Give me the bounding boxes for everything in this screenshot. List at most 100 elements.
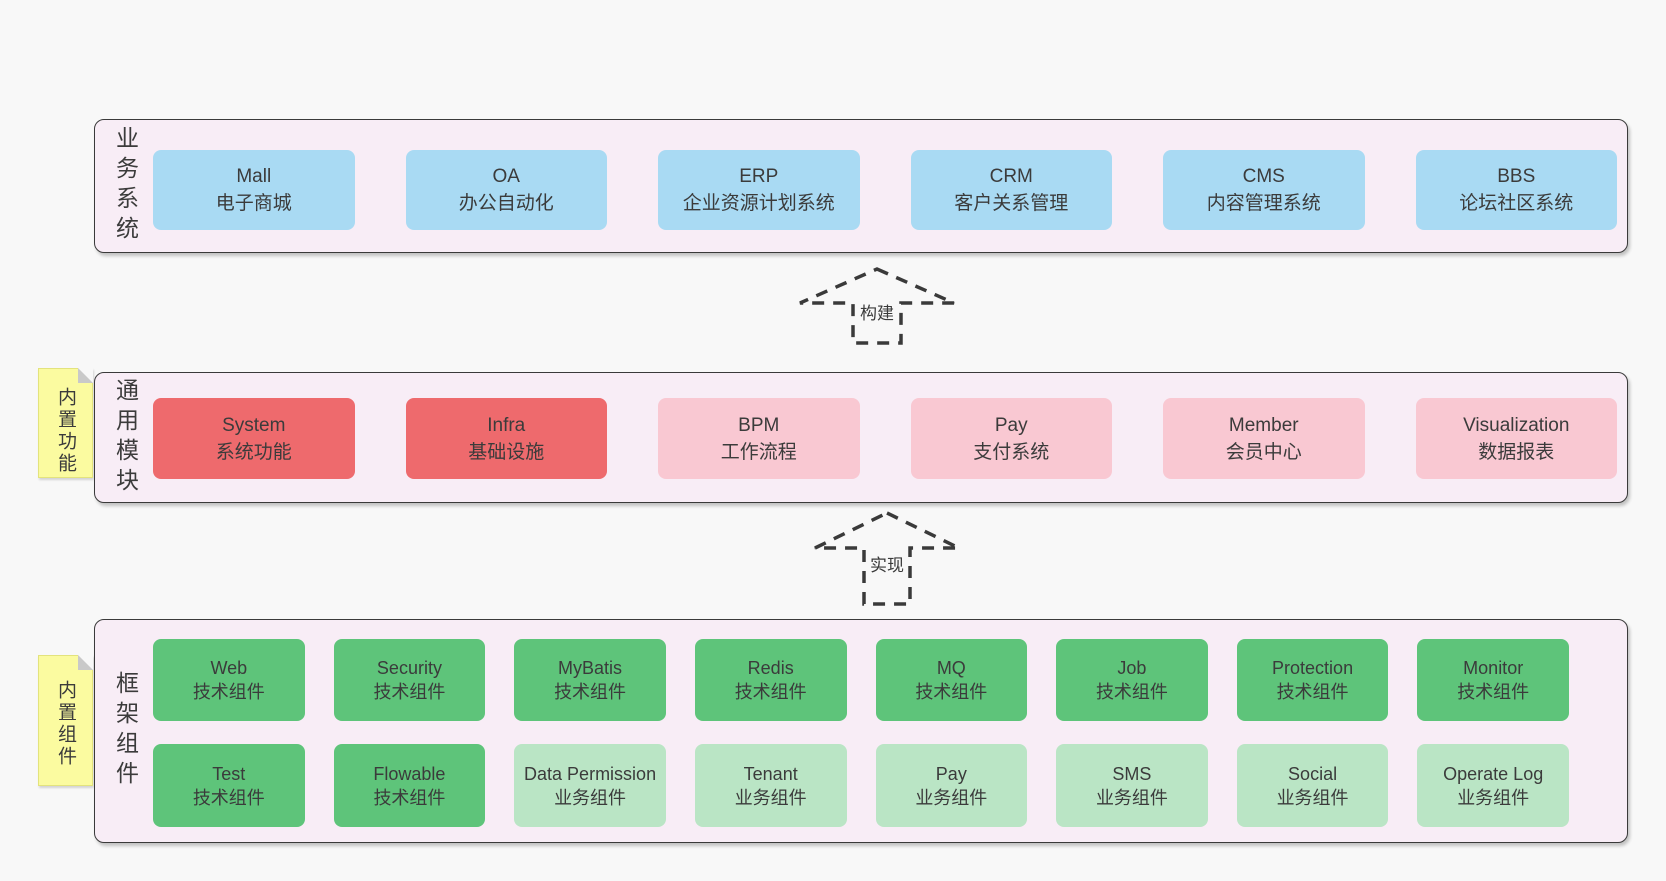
band-framework-components: 框架组件 Web 技术组件 Security 技术组件 MyBatis 技术组件… xyxy=(94,619,1628,843)
node-title: Security xyxy=(376,658,442,678)
node-subtitle: 技术组件 xyxy=(1095,682,1168,702)
node-title: Data Permission xyxy=(524,763,657,784)
node-job: Job 技术组件 xyxy=(1056,639,1208,721)
node-crm: CRM 客户关系管理 xyxy=(910,150,1112,230)
node-social: Social 业务组件 xyxy=(1236,744,1389,827)
node-subtitle: 办公自动化 xyxy=(458,193,554,214)
sticky-note-text: 内置组件 xyxy=(55,680,76,768)
node-subtitle: 客户关系管理 xyxy=(954,193,1069,214)
arrow-implement-label: 实现 xyxy=(866,550,908,577)
node-web: Web 技术组件 xyxy=(153,639,305,721)
band-components-label: 框架组件 xyxy=(112,671,139,791)
node-visualization: Visualization 数据报表 xyxy=(1415,398,1617,479)
node-bbs: BBS 论坛社区系统 xyxy=(1415,150,1617,230)
node-subtitle: 业务组件 xyxy=(1276,787,1349,808)
band-business-systems: 业务系统 Mall 电子商城 OA 办公自动化 ERP 企业资源计划系统 CRM… xyxy=(94,119,1628,253)
node-mq: MQ 技术组件 xyxy=(875,639,1028,721)
node-subtitle: 技术组件 xyxy=(554,682,627,702)
node-title: MQ xyxy=(936,658,966,678)
node-tenant: Tenant 业务组件 xyxy=(694,744,847,827)
node-flowable: Flowable 技术组件 xyxy=(333,744,486,827)
node-mybatis: MyBatis 技术组件 xyxy=(514,639,666,721)
components-row-1: Web 技术组件 Security 技术组件 MyBatis 技术组件 Redi… xyxy=(153,639,1569,721)
node-subtitle: 业务组件 xyxy=(1457,787,1530,808)
node-title: BPM xyxy=(738,414,780,436)
node-title: Operate Log xyxy=(1443,763,1544,784)
node-subtitle: 技术组件 xyxy=(373,682,446,702)
node-title: Protection xyxy=(1272,658,1354,678)
node-bpm: BPM 工作流程 xyxy=(658,398,860,479)
node-subtitle: 业务组件 xyxy=(554,787,627,808)
node-subtitle: 论坛社区系统 xyxy=(1459,193,1574,214)
business-row: Mall 电子商城 OA 办公自动化 ERP 企业资源计划系统 CRM 客户关系… xyxy=(153,150,1617,230)
node-title: Mall xyxy=(236,166,272,187)
node-protection: Protection 技术组件 xyxy=(1236,639,1389,721)
node-subtitle: 技术组件 xyxy=(192,787,265,808)
arrow-implement: 实现 xyxy=(812,510,962,607)
node-subtitle: 基础设施 xyxy=(468,441,545,463)
node-title: Monitor xyxy=(1463,658,1524,678)
node-subtitle: 企业资源计划系统 xyxy=(682,193,835,214)
node-subtitle: 数据报表 xyxy=(1478,441,1555,463)
node-subtitle: 技术组件 xyxy=(192,682,265,702)
node-subtitle: 技术组件 xyxy=(734,682,807,702)
node-monitor: Monitor 技术组件 xyxy=(1417,639,1569,721)
node-title: Member xyxy=(1228,414,1299,436)
sticky-note-builtin-features: 内置功能 xyxy=(38,368,93,478)
node-title: Pay xyxy=(935,763,967,784)
node-title: System xyxy=(222,414,286,436)
node-title: Social xyxy=(1288,763,1338,784)
components-row-2: Test 技术组件 Flowable 技术组件 Data Permission … xyxy=(153,744,1569,827)
node-title: CRM xyxy=(989,166,1033,187)
node-infra: Infra 基础设施 xyxy=(405,398,607,479)
node-security: Security 技术组件 xyxy=(333,639,486,721)
node-subtitle: 内容管理系统 xyxy=(1206,193,1321,214)
node-system: System 系统功能 xyxy=(153,398,355,479)
node-erp: ERP 企业资源计划系统 xyxy=(658,150,860,230)
node-operate-log: Operate Log 业务组件 xyxy=(1417,744,1569,827)
band-common-modules: 通用模块 System 系统功能 Infra 基础设施 BPM 工作流程 Pay… xyxy=(94,372,1628,503)
node-mall: Mall 电子商城 xyxy=(153,150,355,230)
node-title: OA xyxy=(492,166,520,187)
node-title: Test xyxy=(212,763,246,784)
node-subtitle: 支付系统 xyxy=(973,441,1050,463)
node-pay: Pay 支付系统 xyxy=(910,398,1112,479)
arrow-build: 构建 xyxy=(797,266,957,346)
node-subtitle: 电子商城 xyxy=(215,193,292,214)
node-title: CMS xyxy=(1242,166,1285,187)
node-data-permission: Data Permission 业务组件 xyxy=(514,744,666,827)
node-subtitle: 技术组件 xyxy=(1457,682,1530,702)
node-title: Web xyxy=(210,658,248,678)
up-arrow-icon xyxy=(799,267,955,345)
node-subtitle: 技术组件 xyxy=(373,787,446,808)
node-redis: Redis 技术组件 xyxy=(694,639,847,721)
node-test: Test 技术组件 xyxy=(153,744,305,827)
node-sms: SMS 业务组件 xyxy=(1056,744,1208,827)
node-title: Pay xyxy=(994,414,1028,436)
node-subtitle: 系统功能 xyxy=(215,441,292,463)
node-subtitle: 技术组件 xyxy=(1276,682,1349,702)
node-oa: OA 办公自动化 xyxy=(405,150,607,230)
modules-row: System 系统功能 Infra 基础设施 BPM 工作流程 Pay 支付系统… xyxy=(153,398,1617,479)
node-subtitle: 会员中心 xyxy=(1225,441,1302,463)
up-arrow-icon xyxy=(814,511,960,606)
node-title: MyBatis xyxy=(558,658,623,678)
node-title: SMS xyxy=(1112,763,1152,784)
sticky-note-builtin-components: 内置组件 xyxy=(38,655,93,786)
node-title: ERP xyxy=(739,166,779,187)
band-modules-label: 通用模块 xyxy=(112,377,139,498)
node-title: Infra xyxy=(487,414,526,436)
node-cms: CMS 内容管理系统 xyxy=(1163,150,1365,230)
sticky-note-text: 内置功能 xyxy=(55,387,76,475)
node-subtitle: 工作流程 xyxy=(720,441,797,463)
node-subtitle: 业务组件 xyxy=(734,787,807,808)
node-subtitle: 技术组件 xyxy=(915,682,988,702)
node-title: Flowable xyxy=(373,763,446,784)
node-member: Member 会员中心 xyxy=(1163,398,1365,479)
node-title: Tenant xyxy=(743,763,798,784)
node-title: BBS xyxy=(1497,166,1536,187)
band-business-label: 业务系统 xyxy=(112,126,139,246)
node-subtitle: 业务组件 xyxy=(915,787,988,808)
node-subtitle: 业务组件 xyxy=(1095,787,1168,808)
